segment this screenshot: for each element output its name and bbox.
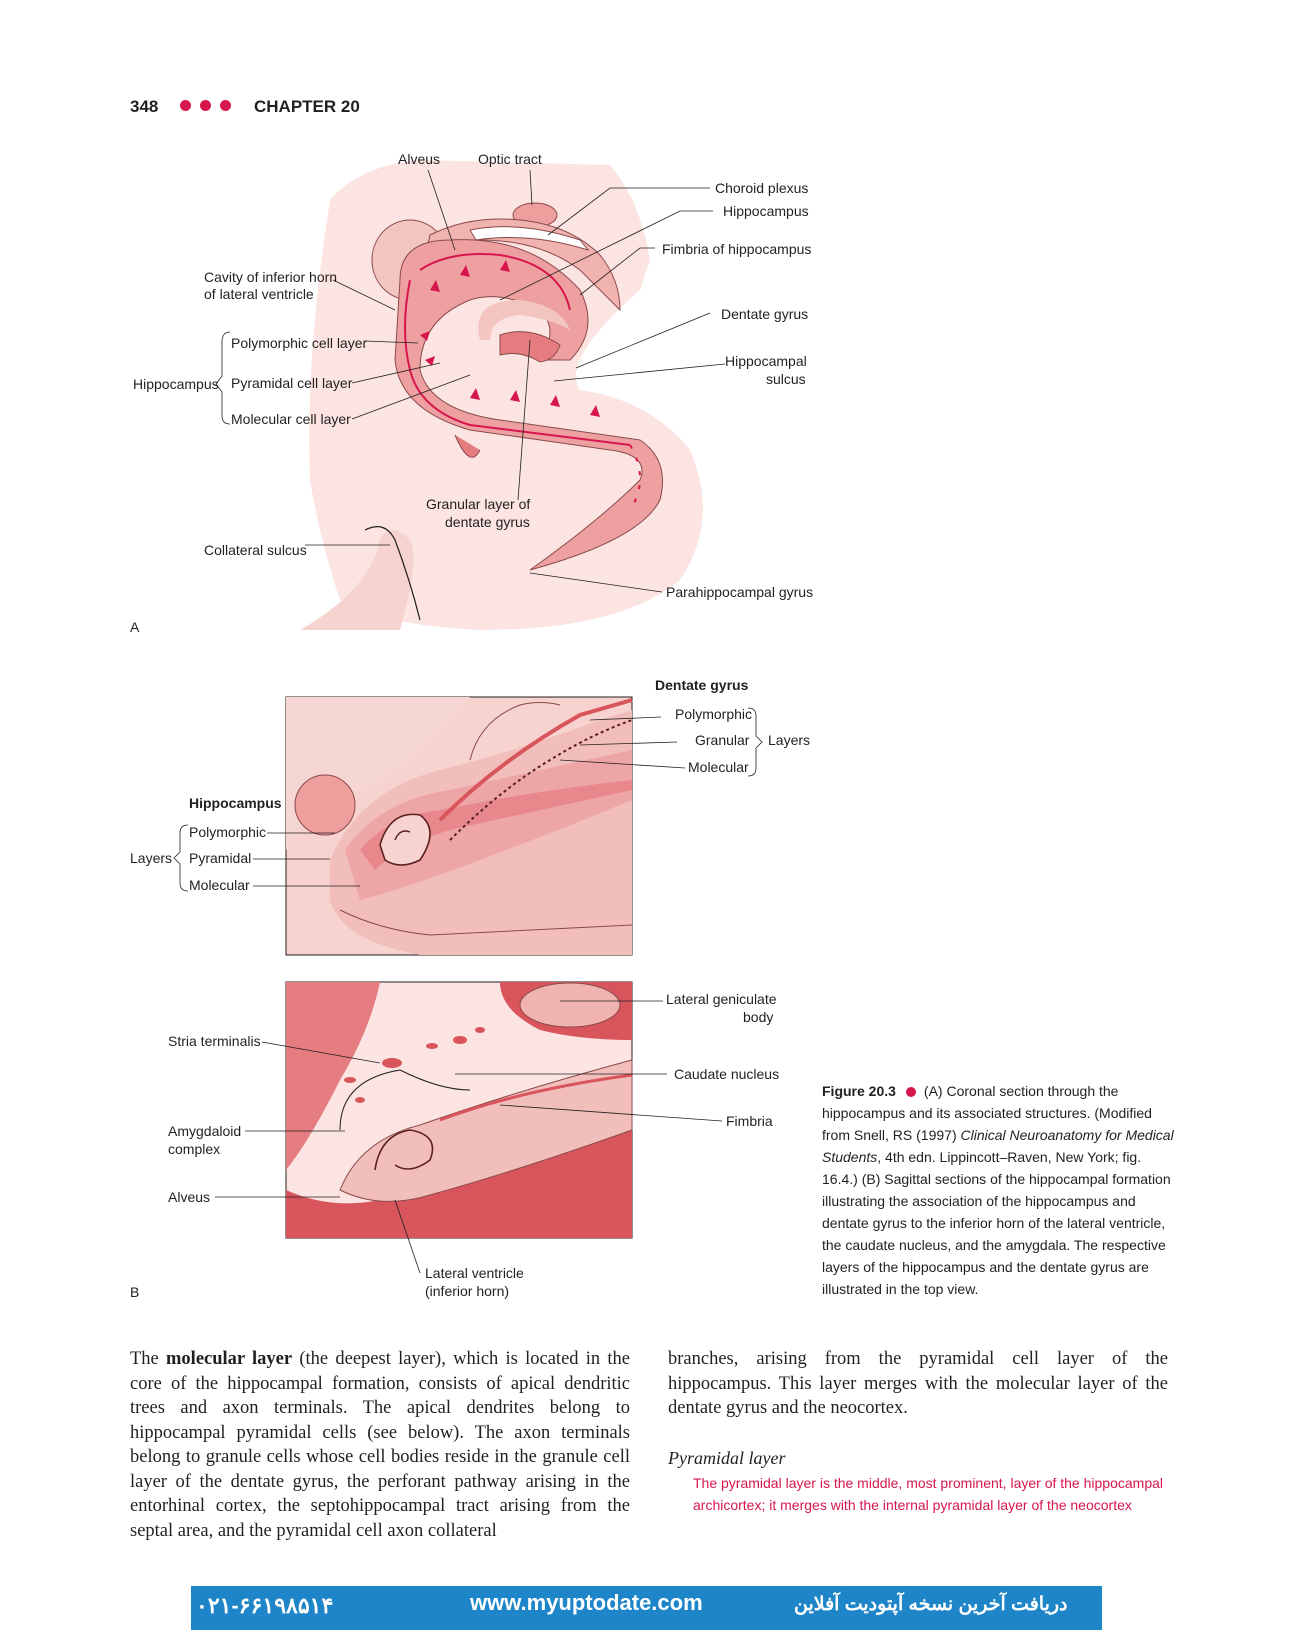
label-hippocampus-title: Hippocampus	[189, 795, 282, 811]
body-column-1: The molecular layer (the deepest layer),…	[130, 1347, 630, 1543]
body-col1-text: (the deepest layer), which is located in…	[130, 1349, 631, 1541]
header-dots	[180, 97, 240, 115]
page-number: 348	[130, 97, 159, 116]
body-col1-prefix: The	[130, 1349, 167, 1369]
label-collateral-sulcus: Collateral sulcus	[204, 542, 307, 558]
body-column-2: branches, arising from the pyramidal cel…	[668, 1349, 1168, 1418]
panel-label-b: B	[130, 1284, 140, 1300]
label-dg-molecular: Molecular	[688, 759, 749, 775]
label-lateral-ventricle-1: Lateral ventricle	[425, 1265, 524, 1281]
label-hippocampal-sulcus-1: Hippocampal	[725, 353, 807, 369]
footer-url[interactable]: www.myuptodate.com	[470, 1590, 703, 1615]
label-granular-1: Granular layer of	[426, 496, 531, 512]
figure-caption: Figure 20.3(A) Coronal section through t…	[822, 1080, 1174, 1300]
label-dentate-gyrus: Dentate gyrus	[721, 306, 809, 322]
label-granular-2: dentate gyrus	[445, 514, 530, 530]
label-hippocampus-top: Hippocampus	[723, 203, 809, 219]
label-hippocampus-left: Hippocampus	[133, 376, 219, 392]
label-h-polymorphic: Polymorphic	[189, 824, 267, 840]
label-amygdaloid-2: complex	[168, 1141, 221, 1157]
label-fimbria: Fimbria of hippocampus	[662, 241, 812, 257]
panel-label-a: A	[130, 619, 140, 635]
label-hippocampal-sulcus-2: sulcus	[766, 371, 806, 387]
label-caudate-nucleus: Caudate nucleus	[674, 1066, 780, 1082]
caption-book-title: Clinical Neuroanatomy for Medical Studen…	[822, 1127, 1174, 1165]
footer-persian-text: دریافت آخرین نسخه آپتودیت آفلاین	[794, 1594, 1068, 1615]
label-lateral-geniculate-2: body	[743, 1009, 774, 1025]
figure-b-bottom-drawing	[285, 981, 633, 1239]
label-choroid-plexus: Choroid plexus	[715, 180, 809, 196]
footer-banner	[191, 1586, 1102, 1630]
label-dg-layers: Layers	[768, 732, 811, 748]
chapter-title: CHAPTER 20	[254, 97, 360, 116]
label-dentate-gyrus-title: Dentate gyrus	[655, 677, 749, 693]
section-subheading: Pyramidal layer	[668, 1448, 786, 1468]
label-molecular-cell-layer: Molecular cell layer	[231, 411, 351, 427]
label-alveus: Alveus	[398, 151, 441, 167]
label-cavity-2: of lateral ventricle	[204, 286, 314, 302]
caption-text-1: (A) Coronal section through the hippocam…	[822, 1083, 1152, 1143]
margin-note: The pyramidal layer is the middle, most …	[693, 1475, 1163, 1513]
figure-a-drawing	[300, 160, 703, 630]
label-alveus-b: Alveus	[168, 1189, 211, 1205]
label-dg-polymorphic: Polymorphic	[675, 706, 753, 722]
caption-text-2: , 4th edn. Lippincott–Raven, New York; f…	[822, 1149, 1171, 1297]
figure-b-top-leaders	[173, 707, 763, 892]
caption-dot	[905, 1086, 916, 1097]
figure-label: Figure 20.3	[822, 1083, 896, 1099]
label-h-layers: Layers	[130, 850, 173, 866]
label-h-molecular: Molecular	[189, 877, 250, 893]
figure-b-top-drawing	[285, 696, 633, 956]
label-cavity-1: Cavity of inferior horn	[204, 269, 338, 285]
label-dg-granular: Granular	[695, 732, 750, 748]
label-polymorphic-cell-layer: Polymorphic cell layer	[231, 335, 368, 351]
label-lateral-geniculate-1: Lateral geniculate	[666, 991, 777, 1007]
figure-a-leaders	[215, 169, 726, 593]
label-fimbria-b: Fimbria	[726, 1113, 773, 1129]
label-optic-tract: Optic tract	[478, 151, 542, 167]
label-lateral-ventricle-2: (inferior horn)	[425, 1283, 510, 1299]
label-pyramidal-cell-layer: Pyramidal cell layer	[231, 375, 353, 391]
footer-phone: ۰۲۱-۶۶۱۹۸۵۱۴	[196, 1593, 334, 1618]
figure-b-bottom-leaders	[215, 1000, 723, 1274]
body-col1-term: molecular layer	[166, 1349, 293, 1369]
label-h-pyramidal: Pyramidal	[189, 850, 252, 866]
label-amygdaloid-1: Amygdaloid	[168, 1123, 242, 1139]
label-stria-terminalis: Stria terminalis	[168, 1033, 261, 1049]
label-parahippocampal-gyrus: Parahippocampal gyrus	[666, 584, 814, 600]
